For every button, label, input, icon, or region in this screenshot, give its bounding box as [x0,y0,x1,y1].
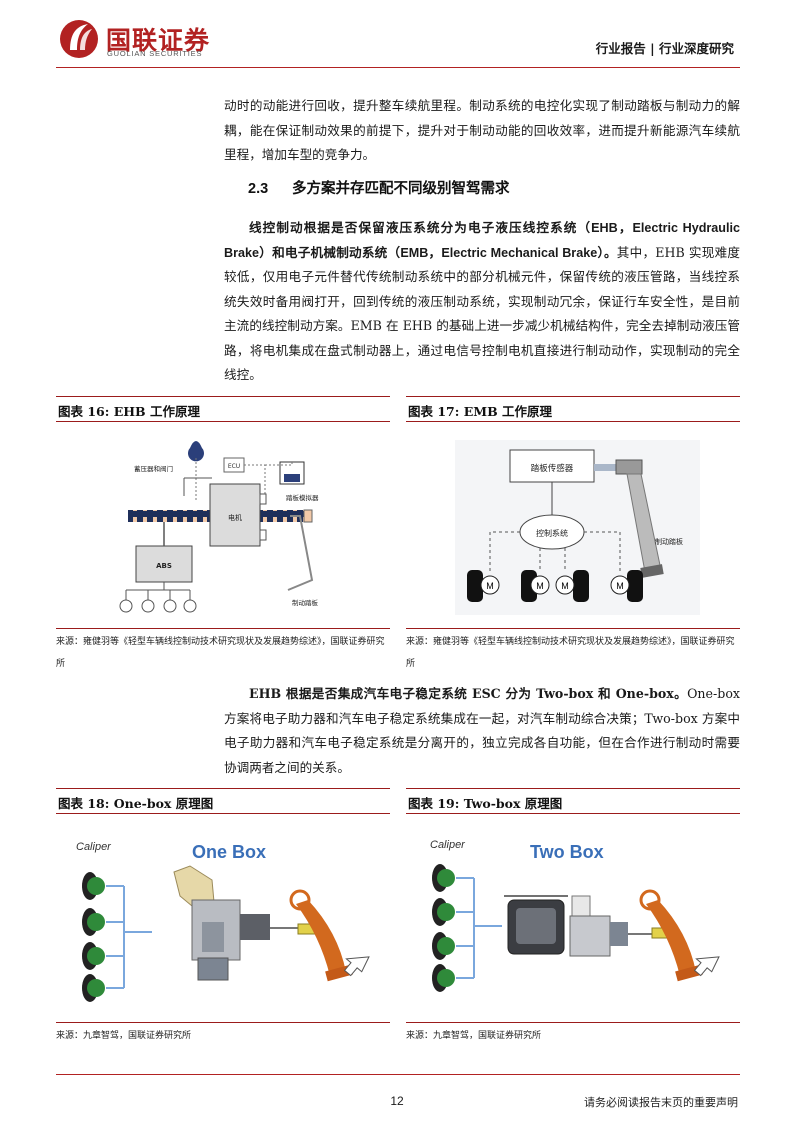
intro-paragraph: 动时的动能进行回收，提升整车续航里程。制动系统的电控化实现了制动踏板与制动力的解… [224,98,740,162]
para1-lead-1: 线控制动根据是否保留液压系统分为电子液压线控系统（ [249,220,592,235]
fig16-abs-label: ABS [156,562,172,570]
guolian-logo-icon [60,20,98,58]
fig16-title: 图表 16: EHB 工作原理 [56,396,390,422]
fig18-title: 图表 18: One-box 原理图 [56,788,390,814]
fig18-onebox-unit [173,865,270,981]
fig19-twobox-diagram: Caliper Two Box [430,839,720,992]
fig16-source: 来源：雍健羽等《轻型车辆线控制动技术研究现状及发展趋势综述》，国联证券研究所 [56,628,390,675]
fig17-emb-diagram: 踏板传感器 制动踏板 控制系统 M M M M [455,440,700,615]
wire-brake-paragraph: 线控制动根据是否保留液压系统分为电子液压线控系统（EHB，Electric Hy… [224,216,740,388]
section-title: 多方案并存匹配不同级别智驾需求 [292,181,510,197]
ehb-paragraph: EHB 根据是否集成汽车电子稳定系统 ESC 分为 Two-box 和 One-… [224,682,740,780]
svg-text:M: M [486,581,494,591]
section-number: 2.3 [248,181,269,197]
section-heading: 2.3 多方案并存匹配不同级别智驾需求 [248,177,510,198]
fig16-ecu-label: ECU [228,463,240,470]
svg-text:M: M [536,581,544,591]
fig16-pedal-label: 制动踏板 [292,598,319,607]
page-number: 12 [390,1094,404,1108]
page-header: 国联证券 GUOLIAN SECURITIES 行业报告 | 行业深度研究 [56,16,740,68]
svg-text:M: M [561,581,569,591]
para1-lead-3: ）和电子机械制动系统（ [259,244,401,260]
fig17-control-label: 控制系统 [536,528,568,538]
fig17-title: 图表 17: EMB 工作原理 [406,396,740,422]
footer-divider [56,1074,740,1075]
fig19-esc-unit [504,895,568,955]
fig17-wheel-motor-2: M [521,570,550,602]
para1-rest: 其中，EHB 实现难度较低，仅用电子元件替代传统制动系统中的部分机械元件，保留传… [224,244,740,383]
logo-chinese-name: 国联证券 [106,26,211,55]
fig18-brake-pedal [289,889,353,982]
fig17-wheel-motor-3: M [555,570,589,602]
para1-lead-4: EMB，Electric Mechanical Brake [400,245,598,260]
report-type: 行业报告 | 行业深度研究 [595,41,734,56]
fig17-pedal-label: 制动踏板 [655,537,683,546]
fig19-booster-unit [569,895,628,957]
fig18-onebox-diagram: Caliper One Box [76,841,370,1002]
para2-rest: One-box 方案将电子助力器和汽车电子稳定系统集成在一起，对汽车制动综合决策… [224,686,740,775]
fig17-sensor-label: 踏板传感器 [531,463,574,474]
fig18-heading: One Box [192,842,266,862]
fig16-ehb-diagram: ECU 蓄压器和阀门 电机 踏板模拟器 制动踏板 ABS [119,441,319,613]
fig19-caliper-label: Caliper [430,839,466,851]
para2-lead: EHB 根据是否集成汽车电子稳定系统 ESC 分为 Two-box 和 One-… [249,686,688,701]
fig16-pedal-sim-label: 踏板模拟器 [286,493,319,502]
fig19-calipers [432,864,455,992]
fig17-wheel-motor-1: M [467,570,500,602]
fig19-heading: Two Box [530,842,604,862]
fig16-pedal-shape [287,515,314,591]
para1-lead-2: EHB，Electric Hydraulic Brake [224,221,740,260]
footer-disclaimer: 请务必阅读报告末页的重要声明 [584,1096,738,1109]
fig16-accumulator-label: 蓄压器和阀门 [134,464,173,473]
fig18-calipers [82,872,105,1002]
fig18-caliper-label: Caliper [76,841,112,853]
fig16-reservoir [188,441,204,462]
fig19-title: 图表 19: Two-box 原理图 [406,788,740,814]
fig19-brake-pedal [639,889,703,982]
fig17-wheel-motor-4: M [610,570,643,602]
fig16-motor-block [209,483,261,547]
fig16-motor-label: 电机 [228,513,242,522]
svg-text:M: M [616,581,624,591]
fig19-source: 来源：九章智驾，国联证券研究所 [406,1022,740,1047]
para1-lead-5: ）。 [597,244,617,260]
logo-english-name: GUOLIAN SECURITIES [107,49,203,58]
company-logo: 国联证券 GUOLIAN SECURITIES [58,18,258,62]
fig18-source: 来源：九章智驾，国联证券研究所 [56,1022,390,1047]
fig17-source: 来源：雍健羽等《轻型车辆线控制动技术研究现状及发展趋势综述》，国联证券研究所 [406,628,740,675]
